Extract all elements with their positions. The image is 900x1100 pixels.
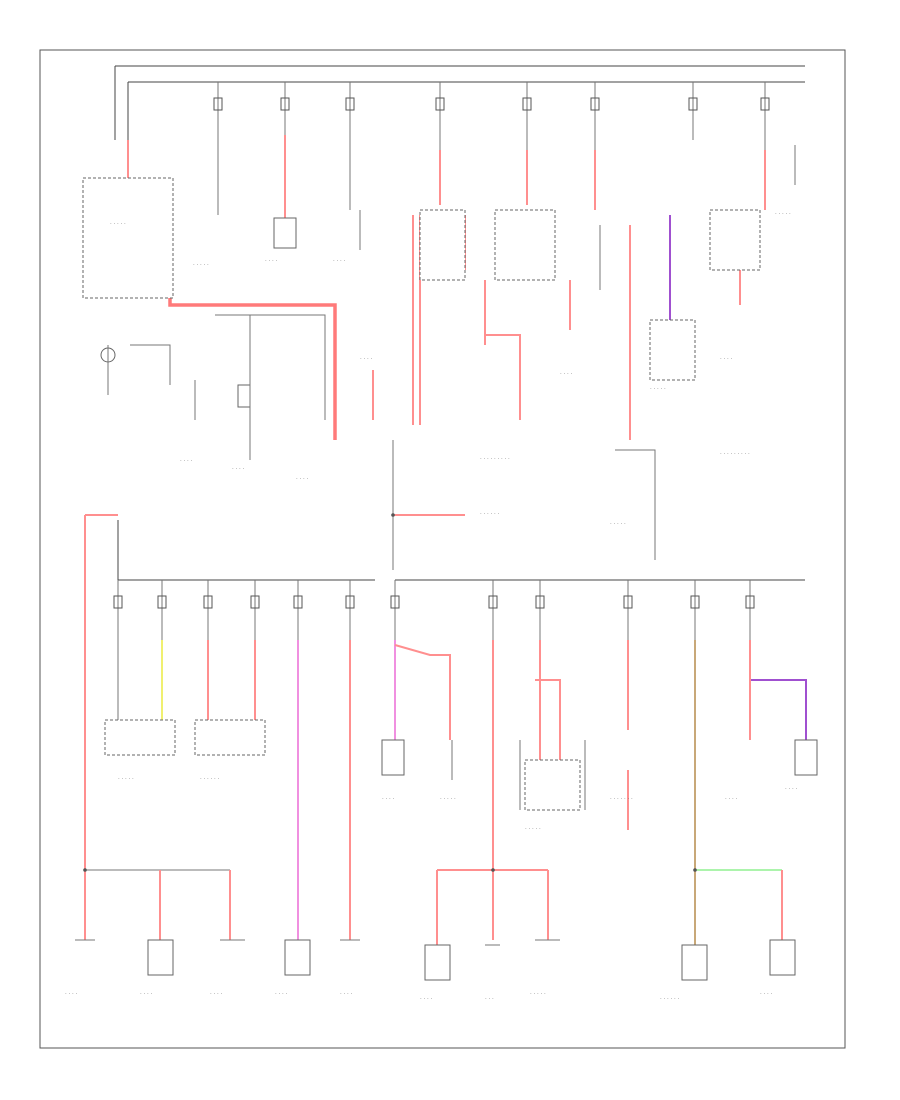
svg-text:· · · · · ·: · · · · · · (200, 776, 219, 782)
svg-text:· · · ·: · · · · (140, 991, 152, 997)
top-fuse-drops (213, 82, 770, 215)
svg-text:· · · ·: · · · · (725, 796, 737, 802)
svg-text:· · · ·: · · · · (720, 356, 732, 362)
svg-text:· · · ·: · · · · (785, 786, 797, 792)
svg-text:· · · · · ·: · · · · · · (480, 511, 499, 517)
svg-text:· · · ·: · · · · (333, 258, 345, 264)
svg-text:· · · ·: · · · · (382, 796, 394, 802)
svg-text:· · · · ·: · · · · · (775, 211, 791, 217)
lower-colored-wires (161, 640, 807, 945)
lower-annotations: · · · · · · · · · · · · · · · · · · · · … (65, 776, 797, 1002)
svg-text:· · · · ·: · · · · · (110, 221, 126, 227)
svg-text:· · · · · · · · ·: · · · · · · · · · (480, 456, 510, 462)
svg-text:· · · ·: · · · · (65, 991, 77, 997)
diagram-frame (39, 49, 846, 1049)
svg-text:· · · · · · ·: · · · · · · · (610, 796, 633, 802)
svg-text:· · · · ·: · · · · · (193, 262, 209, 268)
svg-text:· · · · · · · · ·: · · · · · · · · · (720, 451, 750, 457)
svg-text:· · · ·: · · · · (360, 356, 372, 362)
svg-text:· · · · ·: · · · · · (118, 776, 134, 782)
svg-text:· · ·: · · · (485, 996, 494, 1002)
upper-annotations: · · · · · · · · · · · · · · · · · · · · … (110, 211, 791, 527)
svg-text:· · · ·: · · · · (180, 458, 192, 464)
svg-text:· · · ·: · · · · (210, 991, 222, 997)
svg-text:· · · ·: · · · · (760, 991, 772, 997)
svg-text:· · · ·: · · · · (420, 996, 432, 1002)
lower-bottom-splices (83, 868, 783, 945)
svg-text:· · · · · ·: · · · · · · (660, 996, 679, 1002)
upper-components (82, 177, 761, 570)
svg-text:· · · · ·: · · · · · (440, 796, 456, 802)
upper-fuse-panel: · · · · · · · · · · · · · · · · · · · · … (82, 65, 805, 570)
svg-text:· · · ·: · · · · (296, 476, 308, 482)
svg-text:· · · · ·: · · · · · (650, 386, 666, 392)
bottom-components (75, 939, 796, 981)
lower-fuse-drops (113, 580, 755, 720)
svg-text:· · · ·: · · · · (265, 258, 277, 264)
svg-text:· · · ·: · · · · (560, 371, 572, 377)
svg-text:· · · ·: · · · · (232, 466, 244, 472)
svg-text:· · · ·: · · · · (275, 991, 287, 997)
svg-text:· · · · ·: · · · · · (525, 826, 541, 832)
svg-text:· · · · ·: · · · · · (610, 521, 626, 527)
lower-modules (104, 719, 818, 811)
svg-text:· · · · ·: · · · · · (530, 991, 546, 997)
svg-text:· · · ·: · · · · (340, 991, 352, 997)
lower-fuse-panel: · · · · · · · · · · · · · · · · · · · · … (65, 514, 818, 1002)
